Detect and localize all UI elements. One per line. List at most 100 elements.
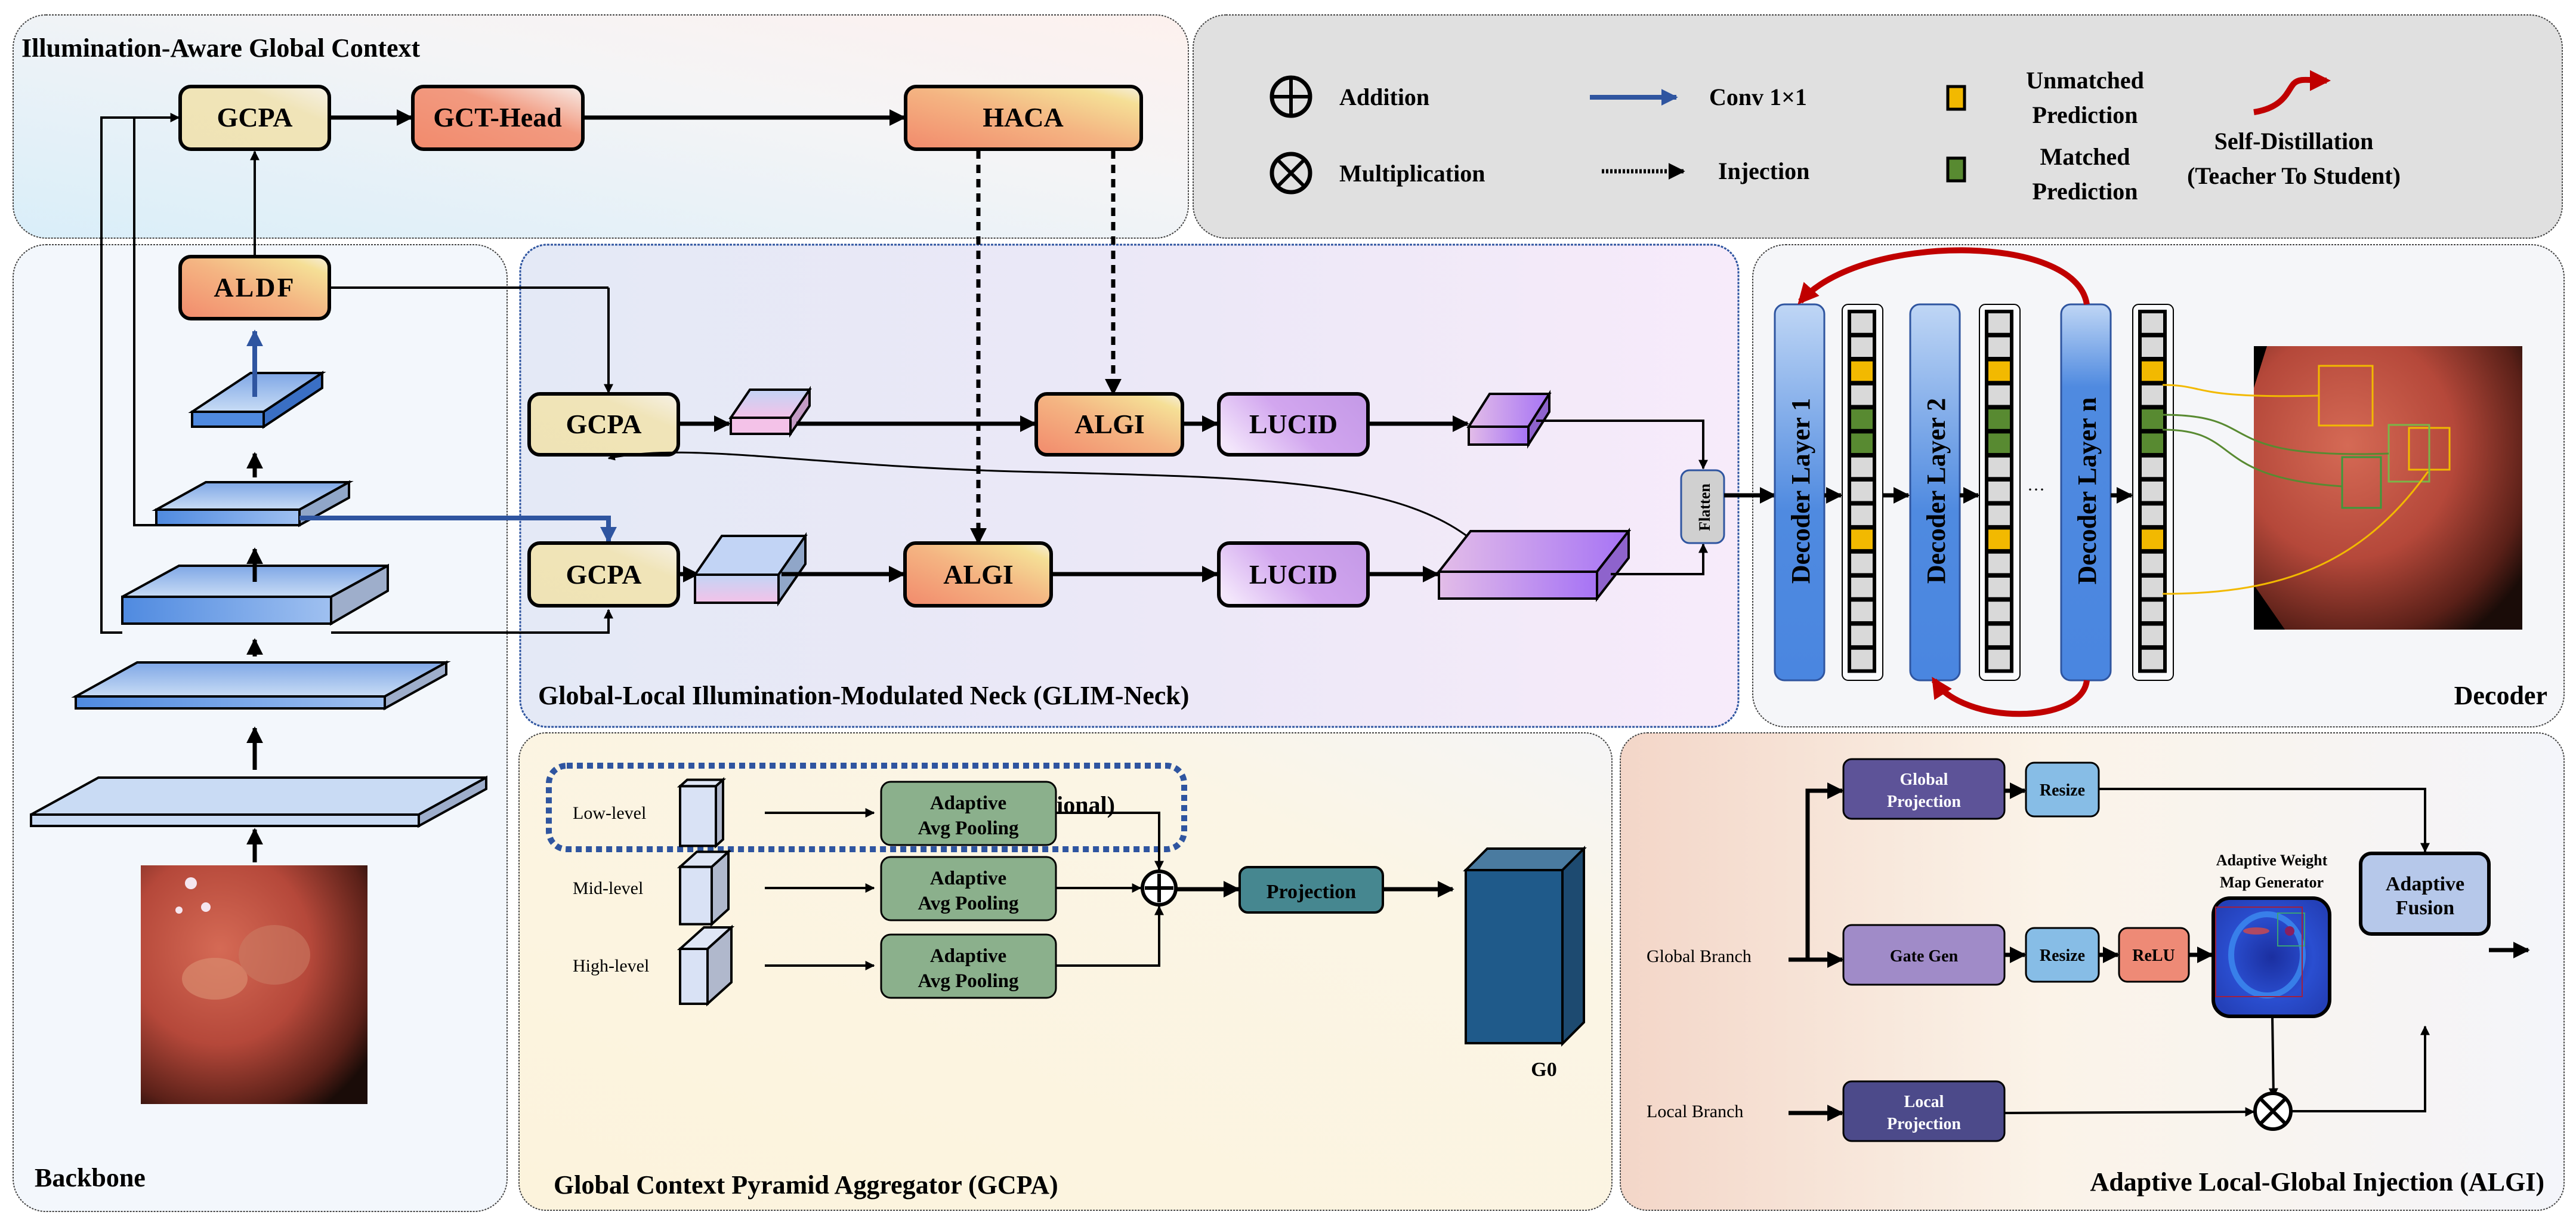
algi-title: Adaptive Local-Global Injection (ALGI) (2090, 1167, 2544, 1197)
slab4-conv-to-neck-arrow (299, 516, 617, 544)
neck-algi-bottom-label: ALGI (943, 559, 1014, 590)
query-cell-empty (2138, 598, 2167, 625)
decoder-endoscopy-image (2162, 346, 2522, 630)
neck-algi-top-box[interactable]: ALGI (1034, 392, 1184, 457)
distillation-arc-top (1797, 247, 2090, 305)
gcpa-adder (1141, 870, 1178, 907)
gct-head-box[interactable]: GCT-Head (411, 85, 585, 151)
legend-unmatched: Unmatched Prediction (1946, 67, 2144, 128)
query-cell-empty (1985, 381, 2013, 409)
neck-lucid-bottom-label: LUCID (1249, 559, 1338, 590)
neck-feature-top-small (728, 386, 812, 438)
query-cell-empty (2138, 646, 2167, 673)
gate-gen-label: Gate Gen (1890, 947, 1959, 966)
projection-box[interactable]: Projection (1238, 866, 1384, 914)
aldf-box[interactable]: ALDF (178, 255, 331, 320)
resize-top-box[interactable]: Resize (2025, 761, 2100, 818)
decoder-layer-3[interactable]: Decoder Layer n (2060, 303, 2112, 682)
legend-matched: Matched Prediction (1946, 143, 2138, 205)
matched-swatch-icon (1946, 156, 1966, 183)
query-cell-empty (2138, 502, 2167, 529)
query-cell-empty (1985, 550, 2013, 577)
query-cell-unmatched (1985, 357, 2013, 385)
link-unmatched-1 (2162, 384, 2319, 397)
query-cell-unmatched (2138, 526, 2167, 553)
legend-panel (1193, 14, 2563, 239)
matched-bbox-1 (2341, 456, 2382, 509)
feature-bottom-to-flatten-arrow (1611, 543, 1708, 575)
flatten-label: Flatten (1696, 483, 1713, 531)
query-cell-empty (1848, 477, 1876, 505)
query-cell-empty (2138, 550, 2167, 577)
legend-distillation: Self-Distillation (Teacher To Student) (2187, 70, 2401, 189)
legend-conv-label: Conv 1×1 (1709, 84, 1807, 110)
matched-bbox-2 (2387, 424, 2430, 483)
query-cell-empty (2138, 477, 2167, 505)
local-projection-box[interactable]: Local Projection (1842, 1080, 2006, 1142)
backbone-skip-line-inner (133, 118, 155, 526)
decoder-layer-1[interactable]: Decoder Layer 1 (1774, 303, 1826, 682)
query-cell-empty (1848, 310, 1876, 337)
gate-gen-box[interactable]: Gate Gen (1842, 924, 2006, 986)
weightmap-to-multiplier-arrow (2268, 1016, 2278, 1098)
global-projection-box[interactable]: Global Projection (1842, 758, 2006, 820)
resize-mid-box[interactable]: Resize (2025, 927, 2100, 983)
legend-matched-line1: Matched (2040, 143, 2130, 170)
query-cell-empty (1848, 381, 1876, 409)
flatten-box[interactable]: Flatten (1680, 469, 1725, 544)
neck-algi-bottom-box[interactable]: ALGI (903, 541, 1053, 608)
query-cell-empty (1848, 502, 1876, 529)
low-pool-to-adder-arrow (1056, 812, 1164, 871)
gc-gcpa-label: GCPA (217, 102, 293, 132)
global-context-title: Illumination-Aware Global Context (21, 33, 421, 63)
decoder-layer-2[interactable]: Decoder Layer 2 (1909, 303, 1961, 682)
pool-label-line1: Adaptive (930, 793, 1006, 814)
adaptive-fusion-line1: Adaptive (2386, 873, 2464, 895)
resize-top-label: Resize (2040, 781, 2085, 800)
legend-matched-line2: Prediction (2032, 178, 2138, 205)
g0-cube (1463, 846, 1587, 1047)
neck-panel (519, 243, 1740, 728)
unmatched-swatch-icon (1946, 85, 1966, 111)
backbone-skip-line-outer (100, 113, 180, 634)
addition-icon (1270, 75, 1312, 118)
multiplication-icon (1270, 152, 1312, 195)
decoder-layer-label: Decoder Layer n (2072, 397, 2102, 585)
resize-top-to-fusion-arrow (2099, 788, 2430, 853)
query-cell-empty (2138, 310, 2167, 337)
feature-top-to-flatten-arrow (1536, 420, 1708, 470)
link-matched-2 (2162, 428, 2343, 488)
neck-gcpa-top-box[interactable]: GCPA (527, 392, 680, 457)
distillation-arc-bottom (1931, 677, 2090, 717)
projection-label: Projection (1267, 881, 1357, 903)
query-cell-matched (1848, 430, 1876, 457)
query-cell-unmatched (1848, 526, 1876, 553)
neck-lucid-top-box[interactable]: LUCID (1217, 392, 1370, 457)
neck-gcpa-bottom-box[interactable]: GCPA (527, 541, 680, 608)
adaptive-fusion-box[interactable]: Adaptive Fusion (2359, 852, 2491, 936)
aldf-label: ALDF (214, 272, 295, 303)
pool-label-line1: Adaptive (930, 868, 1006, 889)
feature-slab-4 (152, 480, 354, 528)
distillation-arrow-icon (2253, 70, 2331, 115)
legend-multiplication: Multiplication (1270, 152, 1485, 195)
weight-map-title-line2: Map Generator (2220, 874, 2324, 891)
legend-addition: Addition (1270, 75, 1429, 118)
neck-lucid-bottom-box[interactable]: LUCID (1217, 541, 1370, 608)
relu-box[interactable]: ReLU (2118, 927, 2190, 983)
backbone-title: Backbone (35, 1163, 146, 1192)
feature-slab-2 (71, 660, 451, 711)
haca-box[interactable]: HACA (904, 85, 1143, 151)
neck-gcpa-bottom-label: GCPA (566, 559, 642, 590)
global-context-panel (13, 14, 1189, 239)
feature-slab-1 (30, 775, 487, 828)
query-cell-empty (1985, 646, 2013, 673)
gc-gcpa-box[interactable]: GCPA (178, 85, 331, 151)
feature-slab-3 (121, 563, 389, 626)
legend-distill-line2: (Teacher To Student) (2187, 162, 2401, 189)
